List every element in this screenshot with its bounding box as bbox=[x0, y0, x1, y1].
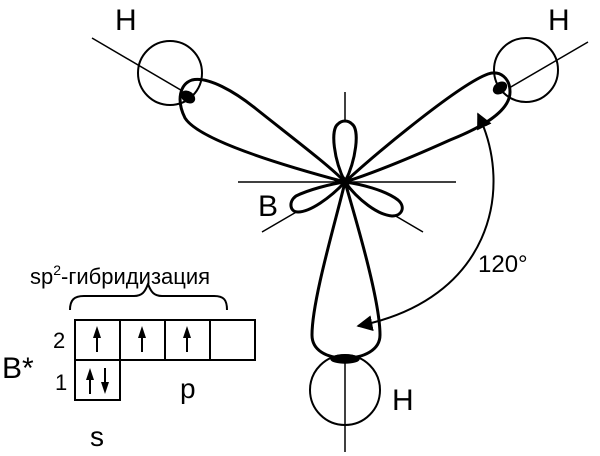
hydrogen-circle-top-right bbox=[493, 37, 559, 103]
hybrid-lobe-upper-left bbox=[178, 77, 350, 185]
electron-arrow-up-2s bbox=[93, 326, 101, 352]
cell-2p-3 bbox=[209, 319, 256, 361]
overlap-top-right bbox=[492, 81, 508, 95]
hybrid-lobe-upper-right bbox=[343, 71, 512, 184]
hydrogen-atoms bbox=[137, 37, 559, 426]
label-level-1: 1 bbox=[55, 370, 67, 395]
orbital-cells bbox=[74, 319, 256, 401]
label-boron: B bbox=[258, 190, 278, 223]
label-p: p bbox=[180, 373, 196, 404]
label-h-bottom: H bbox=[392, 384, 414, 417]
electron-arrow-up-1s bbox=[86, 368, 94, 394]
hybridization-sup: 2 bbox=[53, 262, 61, 278]
angle-arc bbox=[356, 112, 495, 332]
overlap-top-left bbox=[180, 90, 196, 104]
small-lobe-left bbox=[289, 179, 349, 214]
electron-arrow-up-2p2 bbox=[183, 326, 191, 352]
hybrid-lobe-bottom bbox=[310, 176, 382, 360]
electron-arrow-up-2p1 bbox=[138, 326, 146, 352]
label-h-top-right: H bbox=[548, 4, 570, 37]
label-h-top-left: H bbox=[115, 4, 137, 37]
cell-1s bbox=[74, 359, 121, 401]
small-lobe-top bbox=[332, 119, 358, 186]
hybridization-brace bbox=[69, 281, 228, 311]
overlap-bottom bbox=[330, 354, 360, 364]
label-angle: 120° bbox=[478, 251, 528, 278]
electron-arrow-down-1s bbox=[101, 368, 109, 394]
label-s: s bbox=[90, 421, 104, 452]
hybridization-caption: sp2-гибридизация bbox=[30, 262, 210, 289]
hybridization-suffix: -гибридизация bbox=[61, 264, 210, 289]
hybridization-prefix: sp bbox=[30, 264, 53, 289]
label-level-2: 2 bbox=[53, 328, 65, 353]
hydrogen-circle-top-left bbox=[137, 40, 203, 106]
label-excited-atom: B* bbox=[2, 352, 34, 385]
